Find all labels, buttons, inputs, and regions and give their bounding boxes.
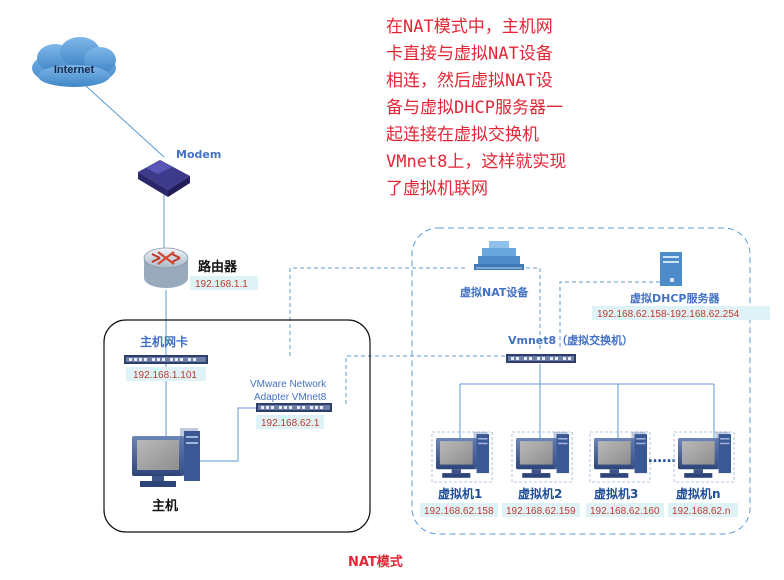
- note-line: VMnet8上，这样就实现: [386, 152, 567, 172]
- note-line: 卡直接与虚拟NAT设备: [386, 44, 553, 64]
- vm-computer-icon: [594, 431, 648, 478]
- vmnet8-adapter-label-1: VMware Network: [250, 379, 327, 390]
- vm-n: 虚拟机n 192.168.62.n: [668, 431, 738, 517]
- switch-icon: [506, 354, 576, 363]
- vm-ip: 192.168.62.158: [424, 506, 494, 517]
- vm-ip-tag: [502, 503, 580, 517]
- vmnet8-adapter-label-2: Adapter VMnet8: [254, 392, 327, 403]
- vm-ip: 192.168.62.160: [590, 506, 660, 517]
- host-nic-label: 主机网卡: [140, 334, 188, 349]
- solid-links: [85, 85, 715, 462]
- dhcp-server-icon: [660, 252, 682, 286]
- note-line: 相连，然后虚拟NAT设: [386, 71, 553, 91]
- host-nic-ip-tag: [126, 367, 206, 381]
- note-line: 了虚拟机联网: [386, 179, 488, 199]
- router-label: 路由器: [198, 259, 238, 275]
- vm-name: 虚拟机1: [438, 486, 482, 501]
- vm-ip: 192.168.62.159: [506, 506, 576, 517]
- vm-ip-tag: [586, 503, 664, 517]
- host-nic-ip: 192.168.1.101: [133, 370, 197, 381]
- switch-label: Vmnet8（虚拟交换机）: [508, 333, 633, 347]
- dhcp-range: 192.168.62.158-192.168.62.254: [597, 309, 740, 320]
- internet-label: Internet: [54, 64, 95, 76]
- host-nic-icon: [124, 355, 208, 364]
- host-region: [103, 319, 371, 533]
- vm-computer-icon: [436, 431, 490, 478]
- diagram-caption: NAT模式: [348, 555, 403, 570]
- host-computer-icon: [132, 428, 200, 487]
- router-ip: 192.168.1.1: [195, 279, 248, 290]
- vm-name: 虚拟机n: [676, 486, 721, 501]
- vmnet8-adapter-ip: 192.168.62.1: [261, 418, 320, 429]
- host-label: 主机: [152, 498, 178, 514]
- vm-ip-tag: [420, 503, 498, 517]
- vm-ip-tag: [668, 503, 738, 517]
- vm-name: 虚拟机3: [594, 486, 638, 501]
- vm-name: 虚拟机2: [518, 486, 562, 501]
- dhcp-label: 虚拟DHCP服务器: [630, 291, 720, 305]
- vm-ip: 192.168.62.n: [672, 506, 730, 517]
- dashed-links: [289, 267, 660, 404]
- note-line: 在NAT模式中，主机网: [386, 17, 553, 37]
- vmnet8-adapter-ip-tag: [256, 415, 324, 429]
- note-line: 起连接在虚拟交换机: [386, 125, 539, 145]
- router-icon: [143, 247, 189, 288]
- vm-ellipsis: ……: [648, 450, 676, 466]
- vm-3: 虚拟机3 192.168.62.160: [586, 431, 664, 517]
- internet-cloud-icon: [32, 37, 116, 87]
- vm-computer-icon: [516, 431, 570, 478]
- explanation-note: 在NAT模式中，主机网 卡直接与虚拟NAT设备 相连，然后虚拟NAT设 备与虚拟…: [386, 14, 656, 203]
- vm-2: 虚拟机2 192.168.62.159: [502, 431, 580, 517]
- modem-label: Modem: [176, 148, 221, 161]
- modem-icon: [138, 160, 190, 197]
- nat-device-label: 虚拟NAT设备: [460, 285, 529, 299]
- note-line: 备与虚拟DHCP服务器一: [386, 98, 563, 118]
- dhcp-range-tag: [592, 306, 770, 320]
- vm-1: 虚拟机1 192.168.62.158: [420, 431, 498, 517]
- virtual-network-region: [411, 227, 751, 535]
- nat-device-icon: [474, 241, 524, 270]
- vm-computer-icon: [678, 431, 732, 478]
- vmnet8-adapter-icon: [256, 403, 332, 412]
- router-ip-tag: [190, 276, 258, 290]
